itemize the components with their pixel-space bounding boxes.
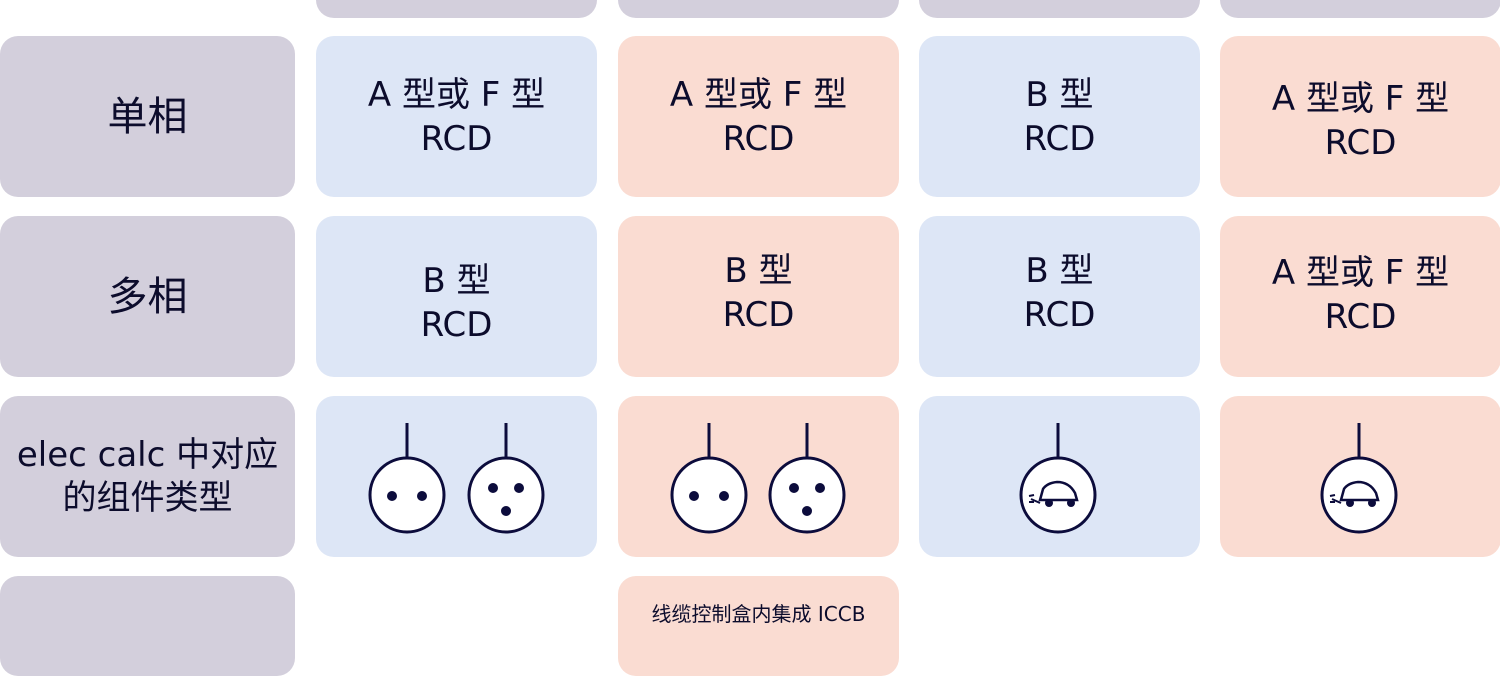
- ev-charger-icon: [1320, 423, 1398, 534]
- rcd-type: B 型: [1025, 74, 1094, 115]
- rcd-cell: A 型或 F 型 RCD: [618, 36, 899, 197]
- top-header-cell-1: [316, 0, 597, 18]
- top-header-cell-4: [1220, 0, 1500, 18]
- two-pin-socket-icon: [670, 423, 748, 534]
- rcd-type: B 型: [724, 250, 793, 291]
- rcd-type: A 型或 F 型: [1271, 78, 1450, 119]
- rcd-type: B 型: [422, 260, 491, 301]
- rcd-type: A 型或 F 型: [367, 74, 546, 115]
- rcd-label: RCD: [722, 294, 795, 335]
- socket-cell: [316, 396, 597, 557]
- rcd-label: RCD: [1324, 122, 1397, 163]
- iccb-note-cell: 线缆控制盒内集成 ICCB: [618, 576, 899, 676]
- rcd-label: RCD: [1023, 118, 1096, 159]
- ev-charger-cell: [919, 396, 1200, 557]
- top-header-cell-2: [618, 0, 899, 18]
- rcd-type: A 型或 F 型: [1271, 252, 1450, 293]
- rcd-cell: B 型 RCD: [316, 216, 597, 377]
- rcd-cell: B 型 RCD: [618, 216, 899, 377]
- rcd-cell: A 型或 F 型 RCD: [1220, 36, 1500, 197]
- two-pin-socket-icon: [368, 423, 446, 534]
- rcd-cell: A 型或 F 型 RCD: [1220, 216, 1500, 377]
- rcd-cell: B 型 RCD: [919, 36, 1200, 197]
- row-label-single-phase: 单相: [0, 36, 295, 197]
- ev-charger-icons: [1320, 423, 1398, 534]
- ev-charger-icons: [1019, 423, 1097, 534]
- iccb-note: 线缆控制盒内集成 ICCB: [651, 602, 866, 626]
- rcd-label: RCD: [420, 304, 493, 345]
- three-pin-socket-icon: [467, 423, 545, 534]
- rcd-type: A 型或 F 型: [669, 74, 848, 115]
- socket-cell: [618, 396, 899, 557]
- socket-icons: [368, 423, 545, 534]
- rcd-cell: B 型 RCD: [919, 216, 1200, 377]
- ev-charger-cell: [1220, 396, 1500, 557]
- row-label-bottom: [0, 576, 295, 676]
- rcd-label: RCD: [420, 118, 493, 159]
- row-label-multi-phase: 多相: [0, 216, 295, 377]
- ev-charger-icon: [1019, 423, 1097, 534]
- three-pin-socket-icon: [768, 423, 846, 534]
- rcd-label: RCD: [722, 118, 795, 159]
- rcd-type: B 型: [1025, 250, 1094, 291]
- rcd-label: RCD: [1023, 294, 1096, 335]
- socket-icons: [670, 423, 846, 534]
- row-label-component-type: elec calc 中对应的组件类型: [0, 396, 295, 557]
- top-header-cell-3: [919, 0, 1200, 18]
- rcd-cell: A 型或 F 型 RCD: [316, 36, 597, 197]
- rcd-label: RCD: [1324, 296, 1397, 337]
